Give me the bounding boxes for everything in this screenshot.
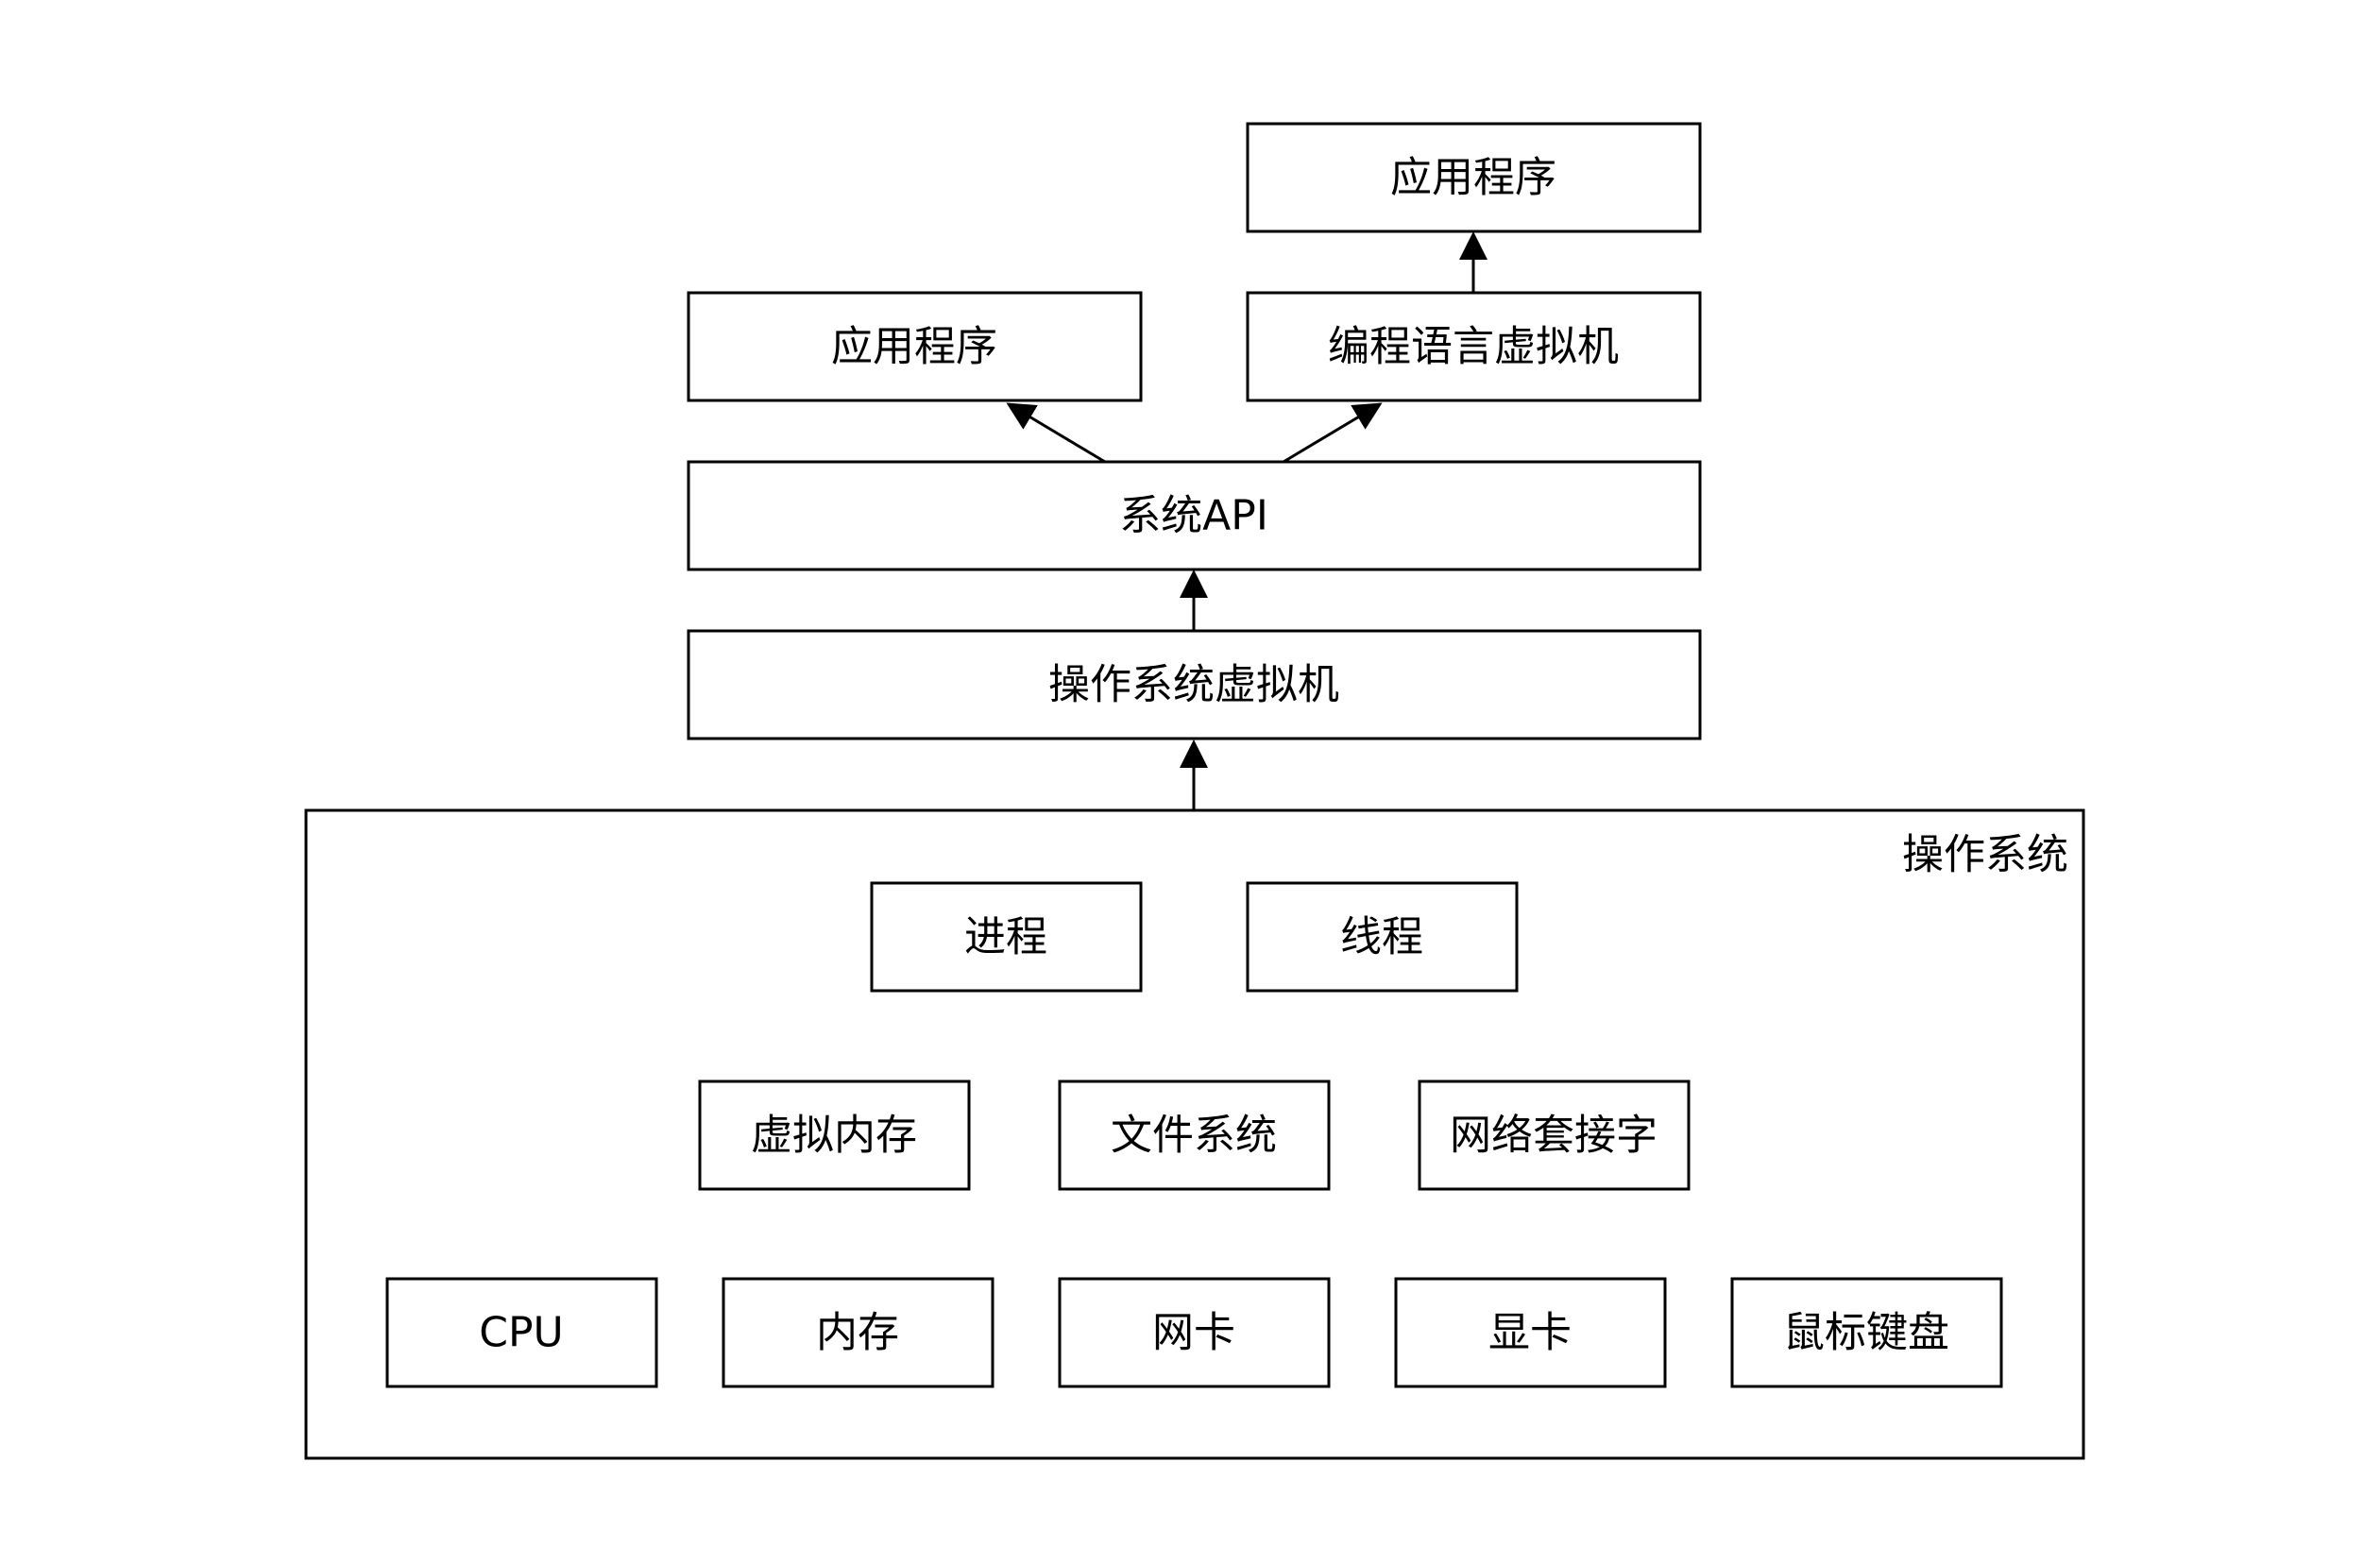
- node-network-socket-label: 网络套接字: [1450, 1112, 1658, 1160]
- node-os-vm-box: [687, 629, 1702, 740]
- node-app-top-box: [1246, 122, 1702, 233]
- node-memory-label: 内存: [816, 1309, 899, 1357]
- node-memory-box: [722, 1277, 994, 1388]
- node-app-top-label: 应用程序: [1390, 154, 1556, 202]
- node-file-system-box: [1058, 1080, 1331, 1191]
- edge-sys-api-to-app-left: [1006, 402, 1106, 464]
- edge-sys-api-to-lang-vm: [1283, 402, 1383, 464]
- node-process-label: 进程: [964, 913, 1047, 961]
- node-thread-label: 线程: [1340, 913, 1423, 961]
- node-gpu: 显卡: [1394, 1277, 1667, 1388]
- node-network-socket-box: [1418, 1080, 1691, 1191]
- node-thread-box: [1246, 881, 1519, 993]
- node-sys-api-label: 系统API: [1119, 492, 1268, 540]
- node-gpu-label: 显卡: [1488, 1309, 1572, 1357]
- node-process-box: [870, 881, 1143, 993]
- node-os-vm-label: 操作系统虚拟机: [1048, 661, 1339, 709]
- node-mouse-keyboard-label: 鼠标键盘: [1783, 1309, 1949, 1357]
- node-sys-api: 系统API: [687, 460, 1702, 571]
- node-os-vm: 操作系统虚拟机: [687, 629, 1702, 740]
- node-nic: 网卡: [1058, 1277, 1331, 1388]
- node-memory: 内存: [722, 1277, 994, 1388]
- node-app-top: 应用程序: [1246, 122, 1702, 233]
- node-app-left: 应用程序: [687, 291, 1143, 402]
- arrow-sys-api-to-lang-vm: [1283, 402, 1383, 464]
- node-lang-vm-box: [1246, 291, 1702, 402]
- node-cpu-label: CPU: [479, 1309, 563, 1357]
- node-thread: 线程: [1246, 881, 1519, 993]
- node-cpu-box: [385, 1277, 658, 1388]
- node-mouse-keyboard-box: [1730, 1277, 2003, 1388]
- node-nic-label: 网卡: [1152, 1309, 1235, 1357]
- node-mouse-keyboard: 鼠标键盘: [1730, 1277, 2003, 1388]
- node-lang-vm-label: 编程语言虚拟机: [1328, 323, 1619, 371]
- node-file-system-label: 文件系统: [1111, 1112, 1277, 1160]
- node-app-left-label: 应用程序: [831, 323, 997, 371]
- node-cpu: CPU: [385, 1277, 658, 1388]
- os-container-label: 操作系统: [1902, 831, 2068, 879]
- node-lang-vm: 编程语言虚拟机: [1246, 291, 1702, 402]
- node-virtual-memory-label: 虚拟内存: [751, 1112, 917, 1160]
- node-nic-box: [1058, 1277, 1331, 1388]
- node-virtual-memory: 虚拟内存: [698, 1080, 971, 1191]
- node-gpu-box: [1394, 1277, 1667, 1388]
- node-virtual-memory-box: [698, 1080, 971, 1191]
- node-process: 进程: [870, 881, 1143, 993]
- node-app-left-box: [687, 291, 1143, 402]
- node-file-system: 文件系统: [1058, 1080, 1331, 1191]
- node-network-socket: 网络套接字: [1418, 1080, 1691, 1191]
- arrow-sys-api-to-app-left: [1006, 402, 1106, 464]
